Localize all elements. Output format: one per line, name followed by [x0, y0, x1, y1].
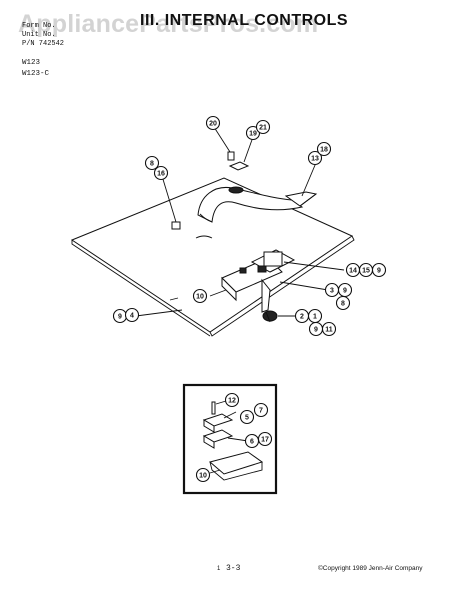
- svg-text:5: 5: [245, 415, 249, 422]
- callout-8: 8: [144, 155, 160, 171]
- svg-text:13: 13: [311, 156, 319, 163]
- callout-10: 10: [192, 288, 208, 304]
- callout-9: 9: [308, 321, 324, 337]
- svg-text:14: 14: [349, 268, 357, 275]
- footer-mark: 1: [217, 566, 221, 572]
- callout-6: 6: [244, 433, 260, 449]
- callout-4: 4: [124, 307, 140, 323]
- callout-7: 7: [253, 402, 269, 418]
- svg-text:19: 19: [249, 131, 257, 138]
- svg-text:9: 9: [343, 288, 347, 295]
- callout-20: 20: [205, 115, 221, 131]
- callout-9: 9: [112, 308, 128, 324]
- svg-text:11: 11: [325, 327, 333, 334]
- svg-text:16: 16: [157, 171, 165, 178]
- callout-21: 21: [255, 119, 271, 135]
- svg-text:3: 3: [330, 288, 334, 295]
- callout-15: 15: [358, 262, 374, 278]
- callout-1: 1: [307, 308, 323, 324]
- callout-9: 9: [371, 262, 387, 278]
- svg-text:9: 9: [314, 327, 318, 334]
- svg-text:10: 10: [199, 473, 207, 480]
- callout-18: 18: [316, 141, 332, 157]
- callout-12: 12: [224, 392, 240, 408]
- form-number-line: Form No.: [22, 22, 56, 30]
- svg-text:15: 15: [362, 268, 370, 275]
- callout-3: 3: [324, 282, 340, 298]
- callout-16: 16: [153, 165, 169, 181]
- callout-11: 11: [321, 321, 337, 337]
- model-w123: W123: [22, 59, 41, 67]
- svg-text:12: 12: [228, 398, 236, 405]
- svg-text:10: 10: [196, 294, 204, 301]
- callout-5: 5: [239, 409, 255, 425]
- svg-text:2: 2: [300, 314, 304, 321]
- callout-13: 13: [307, 150, 323, 166]
- callout-8: 8: [335, 295, 351, 311]
- copyright: ©Copyright 1989 Jenn-Air Company: [318, 565, 423, 572]
- control-assembly: [221, 249, 296, 323]
- top-small-parts: [171, 151, 250, 230]
- part-number: P/N 742542: [22, 40, 65, 48]
- svg-text:9: 9: [118, 314, 122, 321]
- svg-text:21: 21: [259, 125, 267, 132]
- callout-9: 9: [337, 282, 353, 298]
- leader-lines: [135, 126, 345, 317]
- svg-text:6: 6: [250, 439, 254, 446]
- callout-14: 14: [345, 262, 361, 278]
- page-title: III. INTERNAL CONTROLS: [140, 12, 349, 29]
- svg-text:1: 1: [313, 314, 317, 321]
- callout-10: 10: [195, 467, 211, 483]
- svg-text:17: 17: [261, 437, 269, 444]
- callout-2: 2: [294, 308, 310, 324]
- svg-text:8: 8: [341, 301, 345, 308]
- base-panel: [70, 177, 355, 337]
- svg-text:4: 4: [130, 313, 134, 320]
- page-number: 3-3: [226, 564, 241, 573]
- watermark: AppliancePartsPros.com: [18, 10, 319, 38]
- duct-hose: [197, 186, 318, 223]
- unit-number-line: Unit No.: [22, 31, 56, 39]
- callout-17: 17: [257, 431, 273, 447]
- svg-text:20: 20: [209, 121, 217, 128]
- svg-text:18: 18: [320, 147, 328, 154]
- svg-text:8: 8: [150, 161, 154, 168]
- model-w123-c: W123-C: [22, 70, 50, 78]
- svg-text:7: 7: [259, 408, 263, 415]
- svg-text:9: 9: [377, 268, 381, 275]
